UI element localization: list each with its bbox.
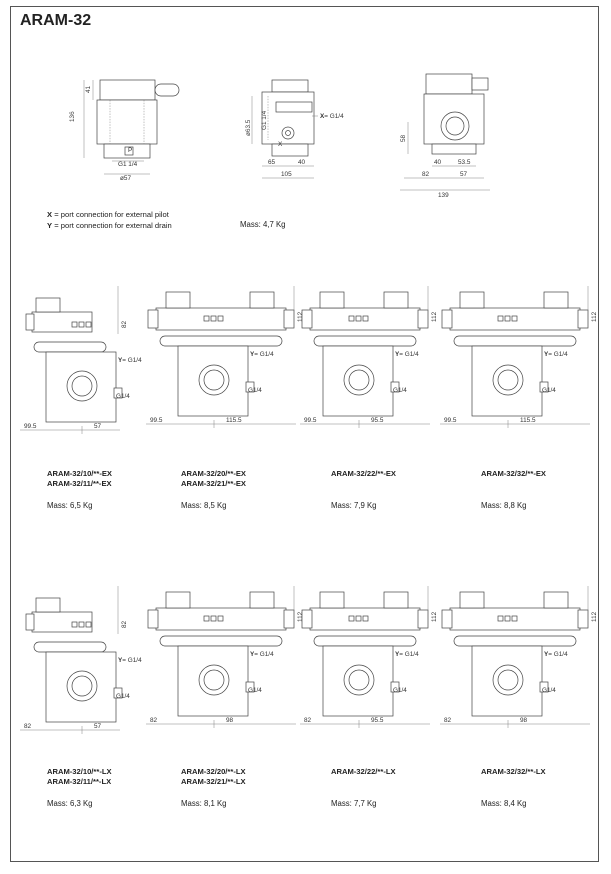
ex-dim-w2-4: 115.5 bbox=[520, 417, 536, 424]
ex-model-4-1: ARAM-32/32/**-EX bbox=[481, 469, 546, 478]
lx-valve-2: Y= G1/4 bbox=[146, 586, 296, 728]
lx-valve-1: Y= G1/4 bbox=[20, 586, 142, 734]
page-title: ARAM-32 bbox=[20, 12, 92, 29]
lx-model-3-1: ARAM-32/22/**-LX bbox=[331, 767, 396, 776]
lx-mass-2: Mass: 8,1 Kg bbox=[181, 799, 227, 808]
lx-mass-3: Mass: 7,7 Kg bbox=[331, 799, 377, 808]
ex-g14-port-2: G1/4 bbox=[248, 387, 262, 394]
lx-valve-3: Y= G1/4 bbox=[300, 586, 430, 728]
dim-105: 105 bbox=[281, 171, 292, 178]
ex-model-1-2: ARAM-32/11/**-EX bbox=[47, 479, 112, 488]
ex-model-2-1: ARAM-32/20/**-EX bbox=[181, 469, 246, 478]
ex-dim-w1-1: 99.5 bbox=[24, 423, 37, 430]
dim-41: 41 bbox=[85, 85, 92, 93]
lx-dim-w2-2: 98 bbox=[226, 717, 234, 724]
x-g14: = G1/4 bbox=[324, 113, 344, 120]
drawing-frame bbox=[10, 6, 599, 862]
ex-dim-h-2: 112 bbox=[297, 311, 304, 322]
lx-y-port-3: Y= G1/4 bbox=[395, 651, 419, 658]
ex-dim-h-1: 82 bbox=[121, 320, 128, 328]
ex-valve-3: Y= G1/4 bbox=[300, 286, 430, 428]
ex-valve-1: Y= G1/4 bbox=[20, 286, 142, 434]
ex-y-port-1: Y= G1/4 bbox=[118, 357, 142, 364]
x-port-label: X= G1/4 bbox=[320, 113, 344, 120]
ex-mass-1: Mass: 6,5 Kg bbox=[47, 501, 93, 510]
lx-model-2-2: ARAM-32/21/**-LX bbox=[181, 777, 246, 786]
dim-d63-5: ø63.5 bbox=[245, 119, 252, 136]
side-view-middle bbox=[251, 79, 318, 179]
lx-dim-w1-1: 82 bbox=[24, 723, 32, 730]
dim-40-right: 40 bbox=[434, 159, 442, 166]
lx-dim-h-4: 112 bbox=[591, 611, 598, 622]
legend-y: Y = port connection for external drain bbox=[47, 221, 172, 230]
ex-mass-4: Mass: 8,8 Kg bbox=[481, 501, 527, 510]
lx-model-4-1: ARAM-32/32/**-LX bbox=[481, 767, 546, 776]
ex-valve-4: Y= G1/4 bbox=[440, 286, 590, 428]
ex-g14-port-1: G1/4 bbox=[116, 393, 130, 400]
dim-g1-1-4-mid: G1 1/4 bbox=[261, 110, 268, 130]
dim-40-mid: 40 bbox=[298, 159, 306, 166]
ex-model-2-2: ARAM-32/21/**-EX bbox=[181, 479, 246, 488]
lx-dim-w2-3: 95.5 bbox=[371, 717, 384, 724]
lx-dim-w1-3: 82 bbox=[304, 717, 312, 724]
lx-dim-w2-4: 98 bbox=[520, 717, 528, 724]
x-key: X bbox=[320, 113, 325, 120]
dim-139: 139 bbox=[438, 192, 449, 199]
lx-g14-port-3: G1/4 bbox=[393, 687, 407, 694]
x-port-marker: X bbox=[278, 141, 283, 148]
side-view-right bbox=[400, 73, 490, 191]
ex-y-port-3: Y= G1/4 bbox=[395, 351, 419, 358]
ex-g14-port-4: G1/4 bbox=[542, 387, 556, 394]
ex-dim-w1-4: 99.5 bbox=[444, 417, 457, 424]
lx-g14-port-2: G1/4 bbox=[248, 687, 262, 694]
ex-y-port-2: Y= G1/4 bbox=[250, 351, 274, 358]
ex-dim-w2-2: 115.5 bbox=[226, 417, 242, 424]
ex-model-1-1: ARAM-32/10/**-EX bbox=[47, 469, 112, 478]
lx-mass-1: Mass: 6,3 Kg bbox=[47, 799, 93, 808]
ex-mass-3: Mass: 7,9 Kg bbox=[331, 501, 377, 510]
ex-model-3-1: ARAM-32/22/**-EX bbox=[331, 469, 396, 478]
dim-53-5: 53.5 bbox=[458, 159, 471, 166]
port-p: P bbox=[128, 147, 132, 154]
top-mass: Mass: 4,7 Kg bbox=[240, 220, 286, 229]
lx-valve-4: Y= G1/4 bbox=[440, 586, 590, 728]
ex-mass-2: Mass: 8,5 Kg bbox=[181, 501, 227, 510]
ex-dim-h-3: 112 bbox=[431, 311, 438, 322]
dim-82: 82 bbox=[422, 171, 430, 178]
ex-valve-2: Y= G1/4 bbox=[146, 286, 296, 428]
lx-dim-h-3: 112 bbox=[431, 611, 438, 622]
lx-g14-port-1: G1/4 bbox=[116, 693, 130, 700]
lx-model-1-1: ARAM-32/10/**-LX bbox=[47, 767, 112, 776]
ex-g14-port-3: G1/4 bbox=[393, 387, 407, 394]
lx-y-port-4: Y= G1/4 bbox=[544, 651, 568, 658]
lx-g14-port-4: G1/4 bbox=[542, 687, 556, 694]
side-view-left bbox=[83, 79, 180, 175]
dim-d57: ø57 bbox=[120, 175, 131, 182]
ex-y-port-4: Y= G1/4 bbox=[544, 351, 568, 358]
dim-57-right: 57 bbox=[460, 171, 468, 178]
ex-dim-w1-3: 99.5 bbox=[304, 417, 317, 424]
ex-dim-w2-3: 95.5 bbox=[371, 417, 384, 424]
lx-model-1-2: ARAM-32/11/**-LX bbox=[47, 777, 112, 786]
dim-136: 136 bbox=[69, 111, 76, 122]
dim-58: 58 bbox=[400, 134, 407, 142]
legend-x: X = port connection for external pilot bbox=[47, 210, 169, 219]
ex-dim-w1-2: 99.5 bbox=[150, 417, 163, 424]
lx-dim-w2-1: 57 bbox=[94, 723, 102, 730]
lx-y-port-2: Y= G1/4 bbox=[250, 651, 274, 658]
lx-y-port-1: Y= G1/4 bbox=[118, 657, 142, 664]
lx-mass-4: Mass: 8,4 Kg bbox=[481, 799, 527, 808]
lx-dim-w1-4: 82 bbox=[444, 717, 452, 724]
ex-dim-h-4: 112 bbox=[591, 311, 598, 322]
lx-dim-h-1: 82 bbox=[121, 620, 128, 628]
ex-dim-w2-1: 57 bbox=[94, 423, 102, 430]
dim-g1-1-4: G1 1/4 bbox=[118, 161, 138, 168]
dim-65: 65 bbox=[268, 159, 276, 166]
lx-dim-h-2: 112 bbox=[297, 611, 304, 622]
lx-dim-w1-2: 82 bbox=[150, 717, 158, 724]
lx-model-2-1: ARAM-32/20/**-LX bbox=[181, 767, 246, 776]
